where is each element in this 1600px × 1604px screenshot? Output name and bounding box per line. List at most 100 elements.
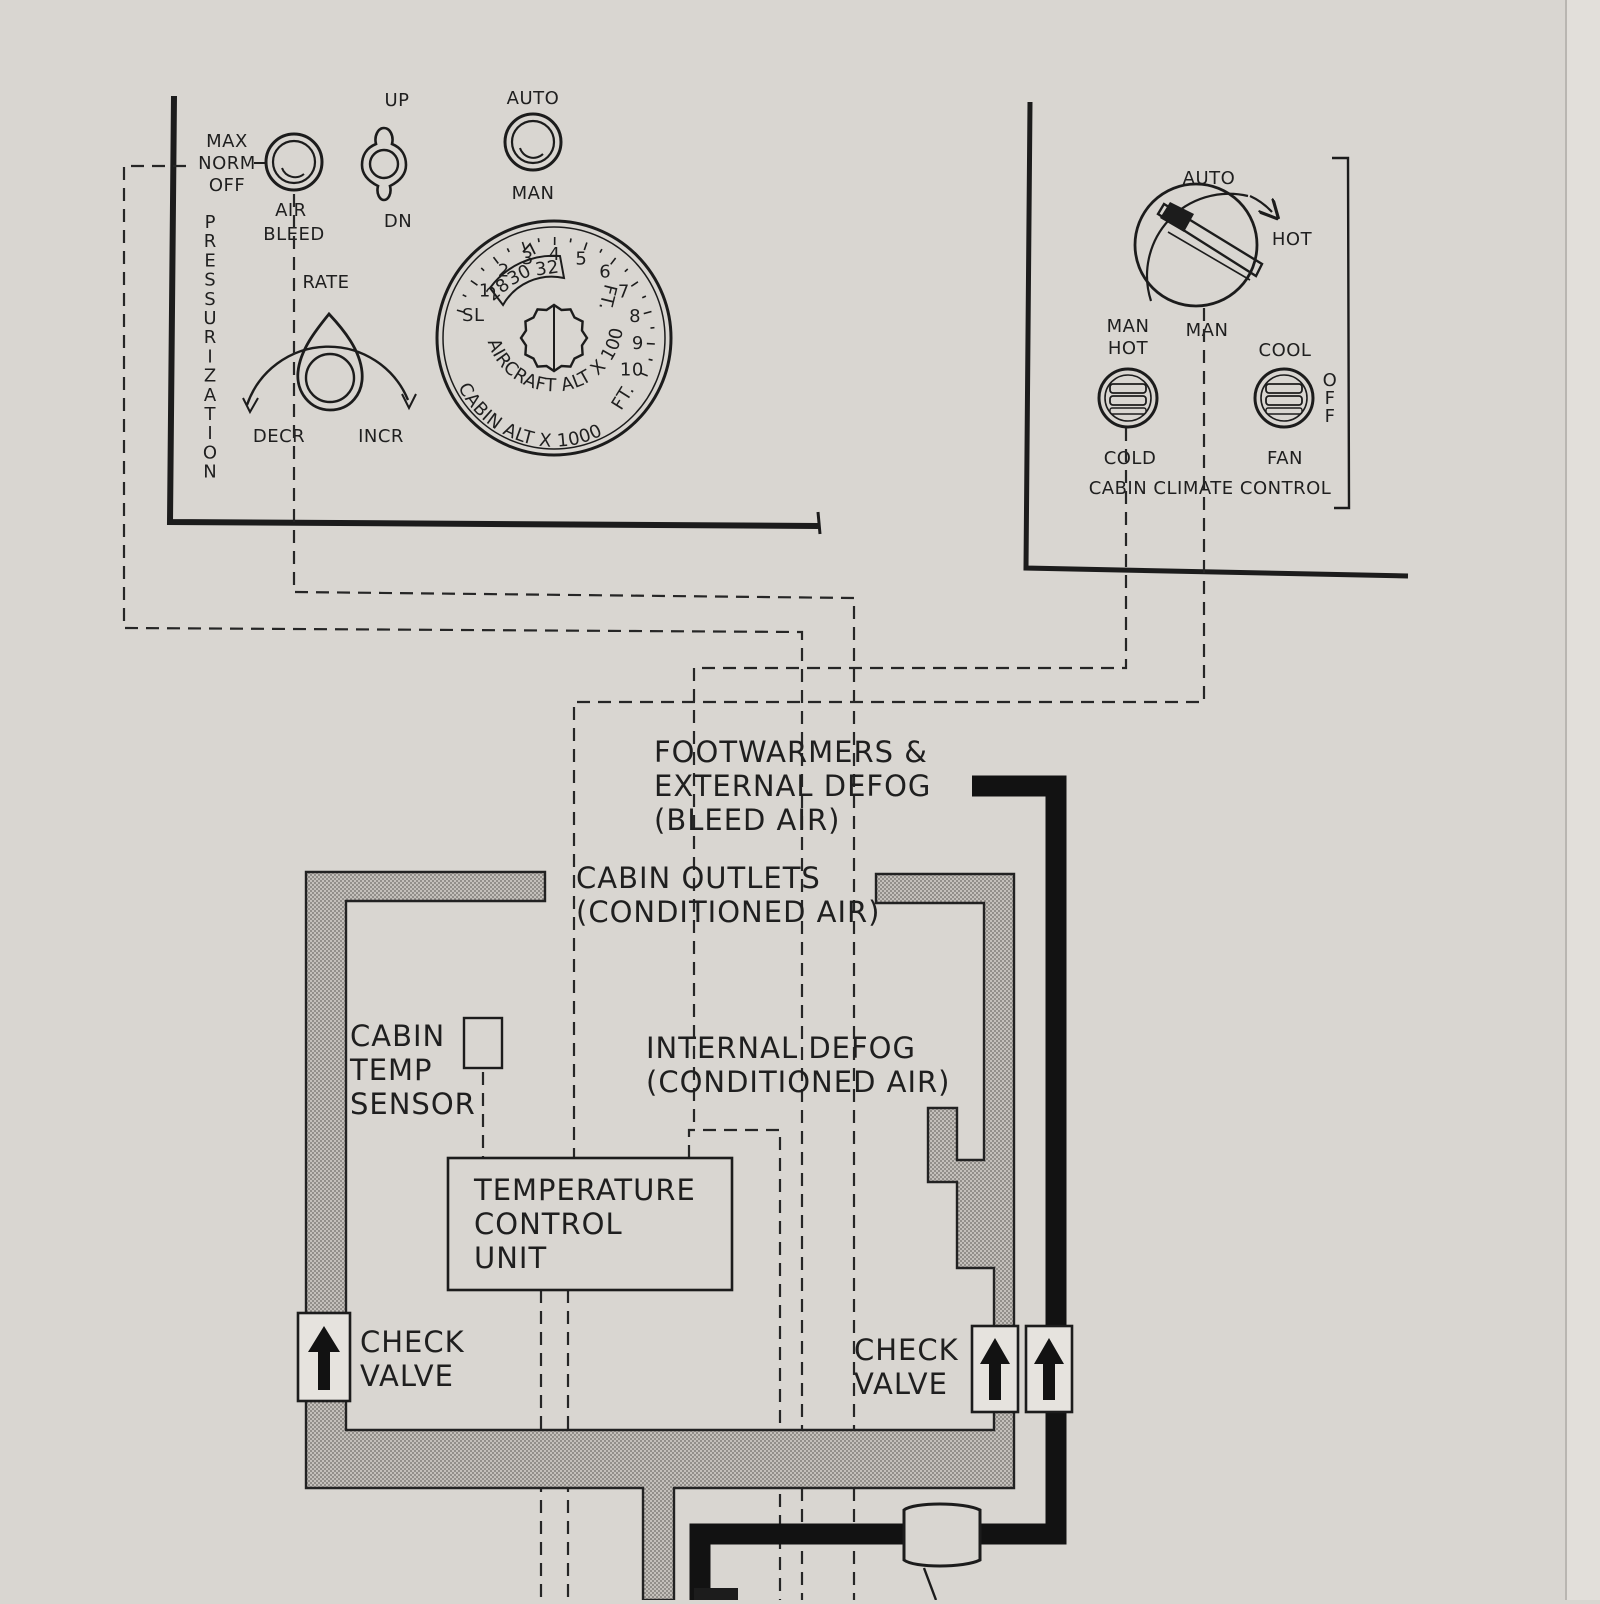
text-line: UNIT: [474, 1241, 547, 1275]
text-line: CHECK: [360, 1325, 465, 1359]
rate-incr-label: INCR: [358, 426, 404, 447]
text-line: SENSOR: [350, 1087, 476, 1121]
rate-incr-arrowhead: [402, 394, 416, 408]
text-line: FOOTWARMERS &: [654, 735, 928, 769]
text-line: Z: [204, 366, 216, 387]
dial-tick: [471, 281, 478, 286]
air-bleed-max-label: MAX: [206, 131, 248, 152]
dial-outer-scale-label: 9: [632, 333, 644, 354]
text-line: N: [203, 462, 216, 483]
dial-outer-scale-label: SL: [462, 305, 484, 326]
temp-switch-cold-label: COLD: [1104, 448, 1157, 469]
text-line: R: [204, 327, 217, 348]
dial-tick: [538, 238, 539, 242]
climate-panel-bracket: [1332, 158, 1349, 508]
mode-man-label: MAN: [1186, 320, 1229, 341]
text-line: EXTERNAL DEFOG: [654, 769, 931, 803]
text-line: T: [204, 404, 217, 425]
dial-inner-scale-label: 32: [534, 256, 561, 280]
cabin-temp-sensor-box: [464, 1018, 502, 1068]
air-bleed-off-label: OFF: [209, 175, 245, 196]
text-line: U: [203, 308, 216, 329]
text-line: TEMPERATURE: [473, 1173, 696, 1207]
dial-tick: [600, 249, 602, 253]
text-line: VALVE: [360, 1359, 454, 1393]
text-line: I: [207, 346, 212, 367]
air-bleed-switch[interactable]: [266, 134, 322, 190]
text-line: O: [203, 442, 217, 463]
bleed-air-valve[interactable]: [904, 1504, 980, 1566]
dial-outer-scale-label: 5: [575, 249, 587, 270]
text-line: INTERNAL DEFOG: [646, 1031, 916, 1065]
man-temp-toggle-switch[interactable]: [1099, 369, 1157, 427]
auto-man-man-label: MAN: [512, 183, 555, 204]
cabin-outlets-label: CABIN OUTLETS(CONDITIONED AIR): [576, 861, 880, 929]
aircraft-alt-caption-suffix: FT.: [594, 282, 621, 312]
rate-label: RATE: [302, 272, 349, 293]
text-line: TEMP: [349, 1053, 433, 1087]
text-line: P: [205, 212, 216, 233]
fan-fan-label: FAN: [1267, 448, 1303, 469]
mode-hot-label: HOT: [1272, 229, 1313, 250]
auto-man-switch[interactable]: [505, 114, 561, 170]
mode-auto-label: AUTO: [1183, 168, 1236, 189]
text-line: CABIN: [350, 1019, 445, 1053]
updn-dn-label: DN: [384, 211, 412, 232]
dial-tick: [463, 295, 467, 297]
dial-outer-scale-label: 8: [629, 306, 641, 327]
text-line: R: [204, 231, 217, 252]
dial-tick: [507, 248, 509, 252]
text-line: (CONDITIONED AIR): [646, 1065, 950, 1099]
rate-knob[interactable]: [298, 314, 362, 410]
dial-tick: [611, 258, 616, 264]
internal-defog-label: INTERNAL DEFOG(CONDITIONED AIR): [646, 1031, 950, 1099]
text-line: (CONDITIONED AIR): [576, 895, 880, 929]
text-line: MAN: [1107, 316, 1150, 337]
check-valve-left[interactable]: [298, 1313, 350, 1401]
check-valve-right-conditioned[interactable]: [972, 1326, 1018, 1412]
footwarmers-label: FOOTWARMERS &EXTERNAL DEFOG(BLEED AIR): [654, 735, 931, 837]
text-line: VALVE: [854, 1367, 948, 1401]
text-line: S: [204, 289, 215, 310]
check-valve-right-bleed[interactable]: [1026, 1326, 1072, 1412]
dial-tick: [649, 359, 653, 360]
panel-frame-end-tick: [818, 512, 820, 534]
dial-outer-scale-label: 6: [599, 261, 611, 282]
text-line: CHECK: [854, 1333, 959, 1367]
valve-leader-line: [924, 1568, 936, 1600]
text-line: E: [204, 250, 215, 271]
dial-tick: [481, 268, 484, 271]
air-bleed-label-line: AIR: [275, 200, 307, 221]
dial-tick: [642, 296, 646, 298]
text-line: F: [1325, 406, 1336, 427]
auto-man-auto-label: AUTO: [507, 88, 560, 109]
cabin-alt-caption-suffix: FT.: [608, 380, 640, 413]
rate-decr-arrowhead: [243, 398, 258, 412]
text-line: I: [207, 423, 212, 444]
updn-up-label: UP: [384, 90, 409, 111]
text-line: HOT: [1108, 338, 1149, 359]
up-down-toggle-switch[interactable]: [362, 128, 406, 200]
fan-cool-label: COOL: [1259, 340, 1312, 361]
bleed-air-fitting: [694, 1588, 738, 1600]
text-line: CONTROL: [474, 1207, 623, 1241]
text-line: A: [204, 385, 217, 406]
dial-tick: [625, 269, 628, 272]
rate-decr-label: DECR: [253, 426, 305, 447]
dial-tick: [644, 312, 652, 314]
fan-toggle-switch[interactable]: [1255, 369, 1313, 427]
dial-tick: [631, 282, 638, 286]
dial-tick: [570, 238, 571, 242]
rate-arc: [247, 347, 408, 405]
